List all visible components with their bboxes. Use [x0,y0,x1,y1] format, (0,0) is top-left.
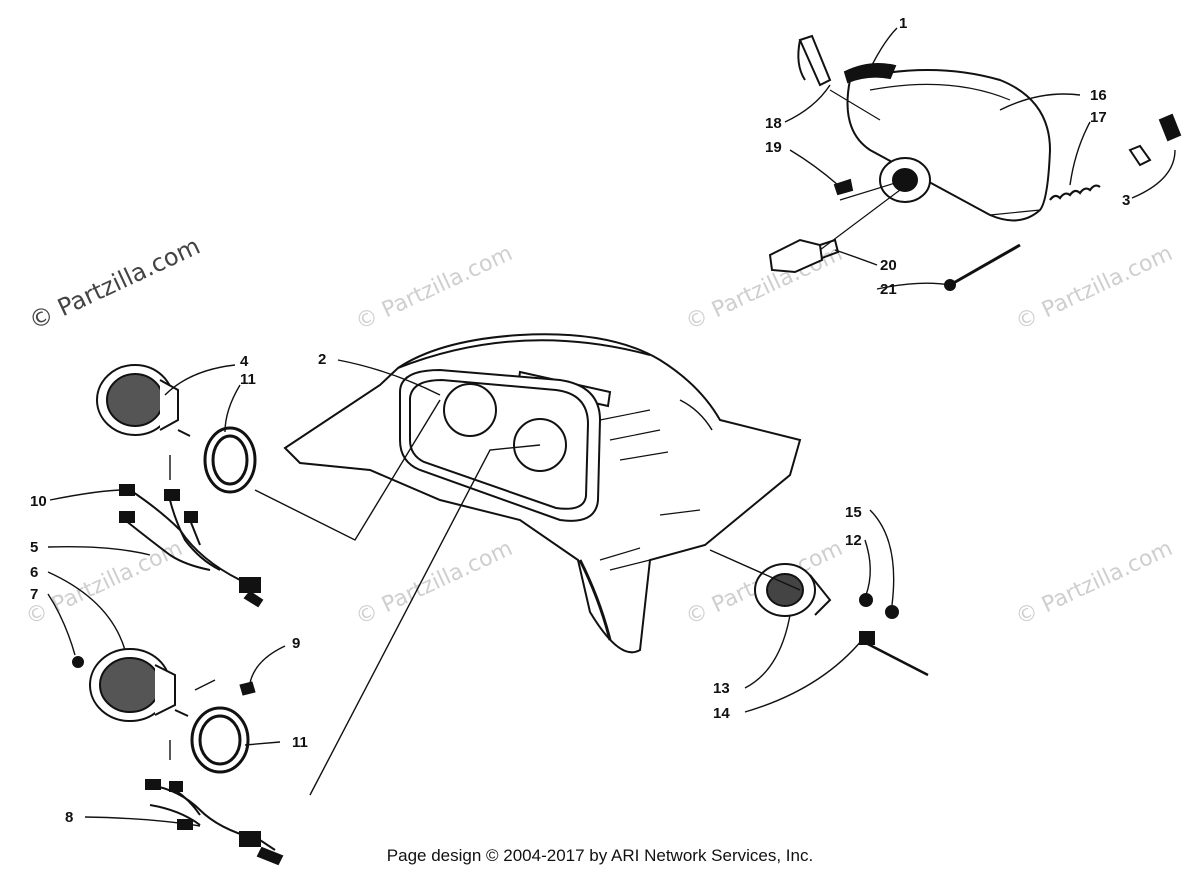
callout-14: 14 [713,705,730,722]
gauge-4 [96,364,191,437]
callout-10: 10 [30,493,47,510]
callout-11-bottom: 11 [292,734,308,751]
headlight-assembly [768,34,1182,291]
callout-11-top: 11 [240,371,256,388]
callout-12: 12 [845,532,862,549]
watermark: © Partzilla.com [352,536,516,630]
callout-2: 2 [318,351,326,368]
callout-8: 8 [65,809,73,826]
callout-3: 3 [1122,192,1130,209]
watermark-main: © Partzilla.com [25,232,205,336]
watermark: © Partzilla.com [352,241,516,335]
indicator-lamp-13 [754,563,929,677]
console-hood [283,333,802,654]
callout-4: 4 [240,353,249,370]
callout-labels: 1 2 3 4 5 6 7 8 9 10 11 11 12 13 14 15 1… [30,15,1130,826]
ring-11-bottom [190,706,250,774]
callout-9: 9 [292,635,300,652]
ring-11-top [203,426,257,494]
leader-lines [47,27,1176,827]
callout-5: 5 [30,539,38,556]
page-footer: Page design © 2004-2017 by ARI Network S… [386,846,814,865]
bulb-9 [239,681,256,696]
callout-15: 15 [845,504,862,521]
watermark: © Partzilla.com [1012,536,1176,630]
gauge-6 [72,648,189,722]
callout-1: 1 [899,15,907,32]
callout-7: 7 [30,586,38,603]
callout-13: 13 [713,680,730,697]
callout-18: 18 [765,115,782,132]
callout-17: 17 [1090,109,1107,126]
wiring-harness-5 [119,484,264,608]
watermark: © Partzilla.com [22,536,186,630]
watermark: © Partzilla.com [1012,241,1176,335]
callout-21: 21 [880,281,897,298]
callout-20: 20 [880,257,897,274]
callout-19: 19 [765,139,782,156]
callout-6: 6 [30,564,38,581]
callout-16: 16 [1090,87,1107,104]
